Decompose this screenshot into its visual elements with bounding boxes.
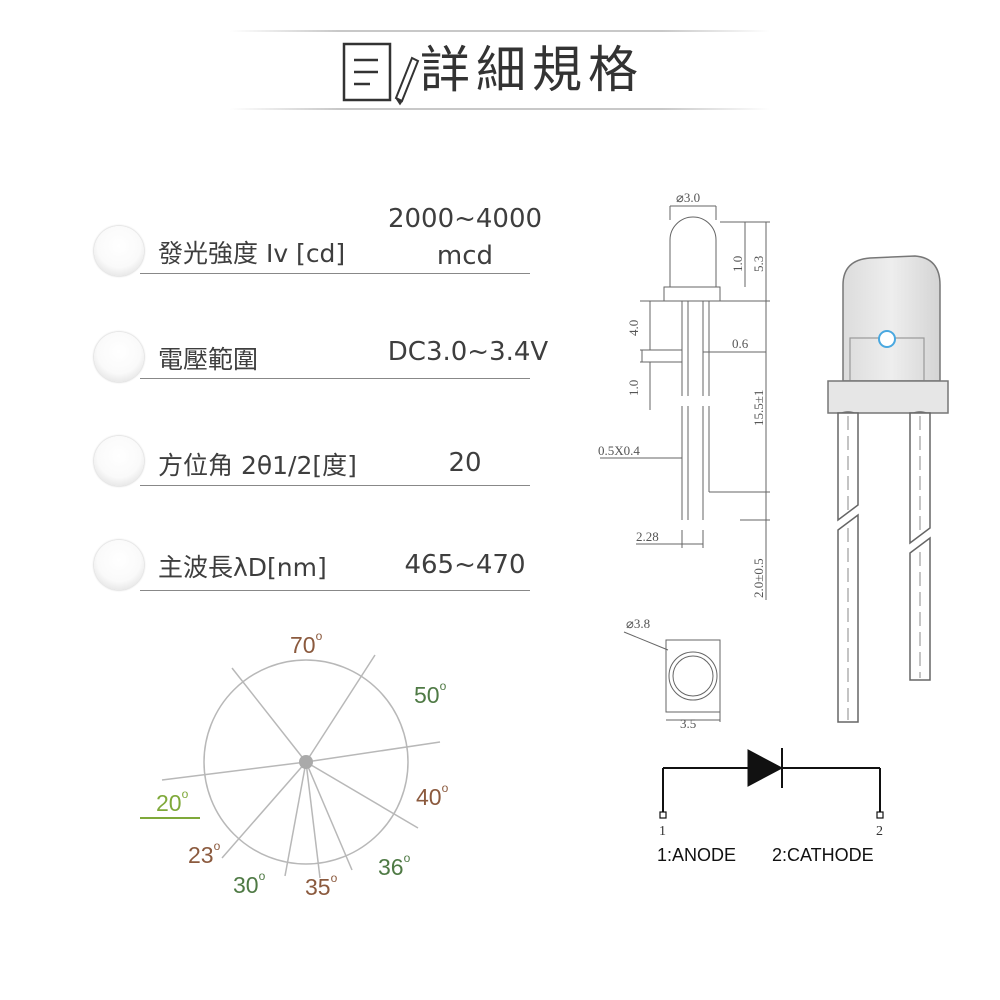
angle-label-36: 36o xyxy=(378,851,411,880)
dim-1-0-left: 1.0 xyxy=(626,380,641,396)
dim-1-0-top: 1.0 xyxy=(730,256,745,272)
dim-4-0: 4.0 xyxy=(626,320,641,336)
dim-top-dia: ⌀3.0 xyxy=(676,190,700,205)
spec-value: DC3.0~3.4V xyxy=(387,337,549,367)
dim-3-5: 3.5 xyxy=(680,716,696,730)
led-illustration xyxy=(827,255,949,723)
row-divider xyxy=(140,273,530,274)
dim-5-3: 5.3 xyxy=(751,256,766,272)
row-divider xyxy=(140,378,530,379)
row-divider xyxy=(140,590,530,591)
cathode-label: 2:CATHODE xyxy=(772,845,874,865)
spec-label: 電壓範圍 xyxy=(158,345,259,374)
pin-number-1: 1 xyxy=(659,824,666,839)
viewing-angle-diagram xyxy=(140,654,441,879)
dim-bottom-dia: ⌀3.8 xyxy=(626,616,650,631)
bullet-circle xyxy=(94,540,144,590)
document-pen-icon xyxy=(342,42,420,106)
header-bottom-line xyxy=(230,108,770,110)
bullet-circle xyxy=(94,332,144,382)
spec-value: 20 xyxy=(448,448,482,478)
angle-label-30: 30o xyxy=(233,869,266,898)
angle-label-20: 20o xyxy=(156,787,189,816)
dim-0-5x0-4: 0.5X0.4 xyxy=(598,443,640,458)
dim-2-0: 2.0±0.5 xyxy=(751,558,766,598)
spec-label: 方位角 2θ1/2[度] xyxy=(158,451,357,480)
spec-value: 2000~4000 xyxy=(387,204,543,234)
header-top-line xyxy=(230,30,770,32)
spec-label: 主波長λD[nm] xyxy=(158,553,327,582)
pin-number-2: 2 xyxy=(876,824,883,839)
dim-2-28: 2.28 xyxy=(636,529,659,544)
bullet-circle xyxy=(94,436,144,486)
led-dimension-drawing: ⌀3.0 0.6 0.5X0.4 2.28 ⌀3.8 3.5 1.0 5.3 4… xyxy=(598,190,770,730)
dim-0-6: 0.6 xyxy=(732,336,749,351)
angle-label-35: 35o xyxy=(305,871,338,900)
bullet-circle xyxy=(94,226,144,276)
angle-label-23: 23o xyxy=(188,839,221,868)
diode-symbol: 1 2 xyxy=(659,748,884,839)
dim-15-5: 15.5±1 xyxy=(751,390,766,426)
spec-value: 465~470 xyxy=(404,550,526,580)
angle-label-70: 70o xyxy=(290,629,323,658)
anode-label: 1:ANODE xyxy=(657,845,737,865)
spec-value-unit: mcd xyxy=(436,241,494,271)
angle-label-40: 40o xyxy=(416,781,449,810)
page-title: 詳細規格 xyxy=(420,41,644,99)
row-divider xyxy=(140,485,530,486)
spec-label: 發光強度 Iv [cd] xyxy=(158,239,346,268)
angle-label-50: 50o xyxy=(414,679,447,708)
